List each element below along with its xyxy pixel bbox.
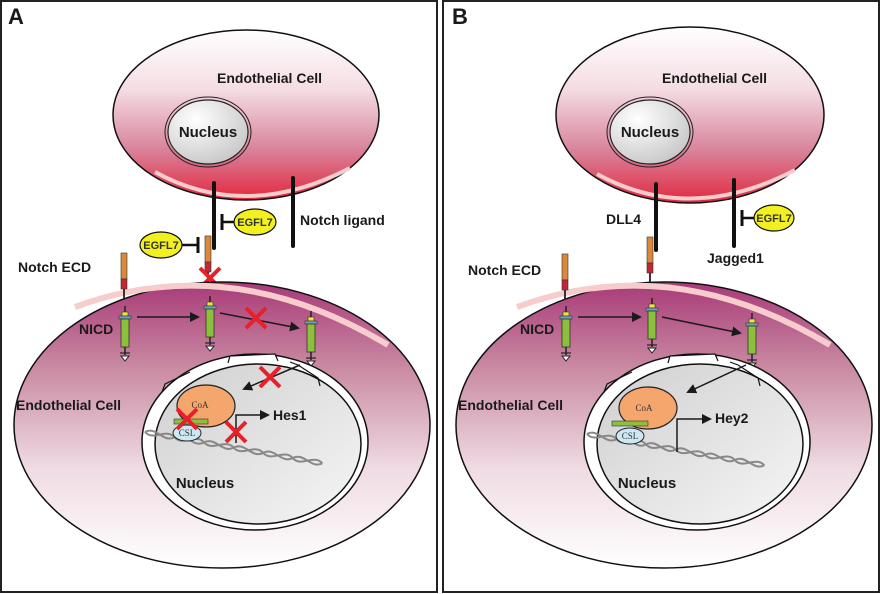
panel-b-letter: B	[452, 4, 468, 29]
bottom-cell-membrane	[73, 282, 390, 348]
nicd-label: NICD	[79, 321, 113, 337]
top-cell-label: Endothelial Cell	[217, 70, 322, 86]
nicd-fragment	[611, 420, 649, 427]
egfl7-protein	[753, 204, 795, 232]
panel-a: A Endothelial Cell Nucleus Notch ligand …	[8, 4, 431, 569]
nuclear-pore	[667, 353, 719, 364]
dll4-label: DLL4	[606, 211, 641, 227]
bottom-cell-label: Endothelial Cell	[16, 397, 121, 413]
top-nucleus-label: Nucleus	[179, 124, 237, 141]
target-gene-label: Hey2	[715, 410, 749, 426]
jagged1-label: Jagged1	[707, 250, 764, 266]
top-nucleus-label: Nucleus	[621, 124, 679, 141]
bottom-cell-membrane	[515, 282, 832, 348]
csl	[615, 427, 645, 445]
coa-label: CoA	[191, 400, 209, 410]
bottom-nucleus-label: Nucleus	[618, 475, 676, 492]
egfl7-label: EGFL7	[756, 213, 791, 225]
egfl7-protein	[233, 208, 277, 236]
nuclear-import-arrow	[686, 364, 747, 394]
egfl7-label: EGFL7	[143, 240, 178, 252]
bottom-cell-label: Endothelial Cell	[458, 397, 563, 413]
csl-label: CSL	[179, 428, 196, 438]
top-cell-membrane	[154, 166, 351, 199]
top-nucleus	[167, 99, 249, 165]
target-gene-label: Hes1	[273, 407, 307, 423]
panel-a-letter: A	[8, 4, 24, 29]
top-cell-label: Endothelial Cell	[662, 70, 767, 86]
notch-ecd-label: Notch ECD	[18, 259, 91, 275]
csl	[172, 424, 202, 442]
csl-label: CSL	[622, 431, 639, 441]
top-nucleus	[609, 99, 691, 165]
coactivator	[618, 386, 678, 430]
nicd-label: NICD	[520, 321, 554, 337]
coa-label: CoA	[635, 403, 653, 413]
notch-ligand-label: Notch ligand	[300, 212, 385, 228]
egfl7-label: EGFL7	[237, 217, 272, 229]
nuclear-pore	[227, 353, 279, 364]
bottom-nucleus	[154, 363, 362, 525]
panel-b: B Endothelial Cell Nucleus DLL4 Jagged1 …	[452, 4, 873, 569]
transcription-arrow	[676, 414, 712, 452]
translocation-arrow	[661, 316, 742, 337]
notch-ecd-label: Notch ECD	[468, 262, 541, 278]
top-cell-membrane	[596, 168, 796, 201]
bottom-nucleus-label: Nucleus	[176, 475, 234, 492]
